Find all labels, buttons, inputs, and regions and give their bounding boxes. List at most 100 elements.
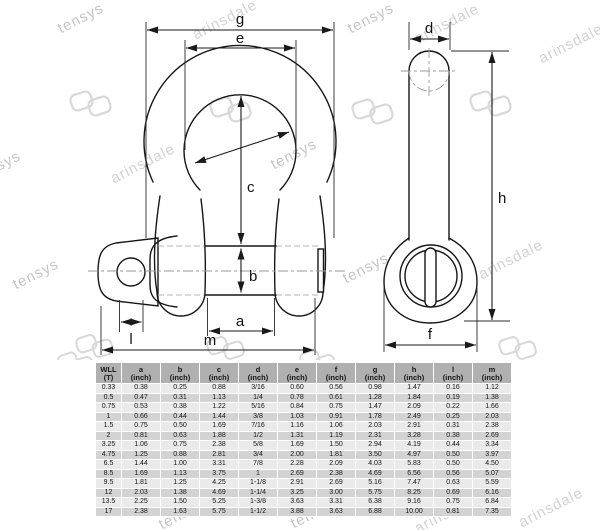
table-cell: 0.88 [160, 449, 200, 460]
dim-label-c: c [247, 179, 255, 196]
table-cell: 3.63 [316, 506, 356, 517]
table-cell: 1/2 [238, 430, 278, 441]
table-cell: 6.38 [355, 497, 395, 508]
table-cell: 7.35 [472, 506, 512, 517]
table-cell: 3.25 [277, 487, 317, 498]
side-bulb [383, 237, 478, 324]
table-cell: 3/8 [238, 411, 278, 422]
dim-label-g: g [236, 11, 244, 28]
table-cell: 0.69 [433, 487, 473, 498]
table-cell: 4.19 [394, 440, 434, 451]
table-cell: 1.66 [472, 402, 512, 413]
table-cell: 0.75 [121, 421, 161, 432]
table-cell: 0.81 [121, 430, 161, 441]
table-cell: 9.5 [95, 478, 122, 489]
table-cell: 0.53 [121, 402, 161, 413]
pin-head [97, 237, 159, 307]
table-cell: 2 [95, 430, 122, 441]
table-cell: 0.98 [355, 383, 395, 394]
dim-label-h: h [498, 190, 506, 207]
table-cell: 0.75 [316, 402, 356, 413]
table-cell: 4.69 [199, 487, 239, 498]
table-cell: 0.22 [433, 402, 473, 413]
table-cell: 3/4 [238, 449, 278, 460]
table-cell: 7.47 [394, 478, 434, 489]
table-cell: 2.69 [316, 478, 356, 489]
table-cell: 1.22 [199, 402, 239, 413]
table-cell: 2.38 [472, 421, 512, 432]
table-cell: 9.16 [394, 497, 434, 508]
table-cell: 1.16 [277, 421, 317, 432]
table-cell: 2.38 [121, 506, 161, 517]
table-cell: 3.25 [95, 440, 122, 451]
table-cell: 4.97 [394, 449, 434, 460]
table-cell: 6.84 [472, 497, 512, 508]
table-cell: 2.28 [277, 459, 317, 470]
table-cell: 1.84 [394, 392, 434, 403]
table-cell: 2.49 [394, 411, 434, 422]
dim-label-l: l [129, 331, 132, 348]
table-cell: 2.94 [355, 440, 395, 451]
column-header: e(inch) [277, 362, 317, 384]
side-view-shackle: d h f [383, 20, 510, 352]
table-cell: 1-1/4 [238, 487, 278, 498]
table-cell: 1.88 [199, 430, 239, 441]
table-cell: 0.25 [160, 383, 200, 394]
table-cell: 3.34 [472, 440, 512, 451]
column-header: b(inch) [160, 362, 200, 384]
column-header: WLL(T) [95, 362, 122, 384]
column-header: a(inch) [121, 362, 161, 384]
table-cell: 1.13 [160, 468, 200, 479]
table-cell: 1-3/8 [238, 497, 278, 508]
table-cell: 17 [95, 506, 122, 517]
table-cell: 6.88 [355, 506, 395, 517]
table-cell: 0.60 [277, 383, 317, 394]
watermark-chain-logos [56, 89, 539, 360]
table-cell: 0.75 [95, 402, 122, 413]
table-cell: 0.47 [121, 392, 161, 403]
hidden-hole-arc [408, 70, 450, 92]
table-cell: 0.91 [316, 411, 356, 422]
table-cell: 2.09 [316, 459, 356, 470]
table-cell: 2.91 [277, 478, 317, 489]
table-cell: 1.44 [121, 459, 161, 470]
table-cell: 1.50 [316, 440, 356, 451]
column-header: m(inch) [472, 362, 512, 384]
table-cell: 0.66 [121, 411, 161, 422]
table-cell: 0.78 [277, 392, 317, 403]
table-cell: 1.06 [316, 421, 356, 432]
table-cell: 0.75 [160, 440, 200, 451]
table-cell: 0.81 [433, 506, 473, 517]
shackle-left-leg [153, 195, 207, 317]
table-cell: 3.88 [277, 506, 317, 517]
table-cell: 2.03 [121, 487, 161, 498]
shackle-inner-opening [183, 94, 297, 191]
table-cell: 3.31 [199, 459, 239, 470]
table-cell: 1.19 [316, 430, 356, 441]
watermark-text: arinsdale [516, 484, 586, 530]
table-cell: 4.50 [472, 459, 512, 470]
table-cell: 0.44 [160, 411, 200, 422]
table-cell: 0.88 [199, 383, 239, 394]
table-cell: 0.44 [433, 440, 473, 451]
chain-logo-icon [68, 89, 114, 118]
column-header: d(inch) [238, 362, 278, 384]
table-cell: 1.03 [277, 411, 317, 422]
table-cell: 0.19 [433, 392, 473, 403]
table-cell: 5.07 [472, 468, 512, 479]
table-cell: 5.25 [199, 497, 239, 508]
table-cell: 2.69 [472, 430, 512, 441]
table-cell: 1.81 [121, 478, 161, 489]
dim-label-e: e [236, 30, 244, 47]
table-cell: 0.38 [433, 430, 473, 441]
table-cell: 1.5 [95, 421, 122, 432]
table-cell: 0.38 [160, 402, 200, 413]
table-cell: 3.63 [277, 497, 317, 508]
